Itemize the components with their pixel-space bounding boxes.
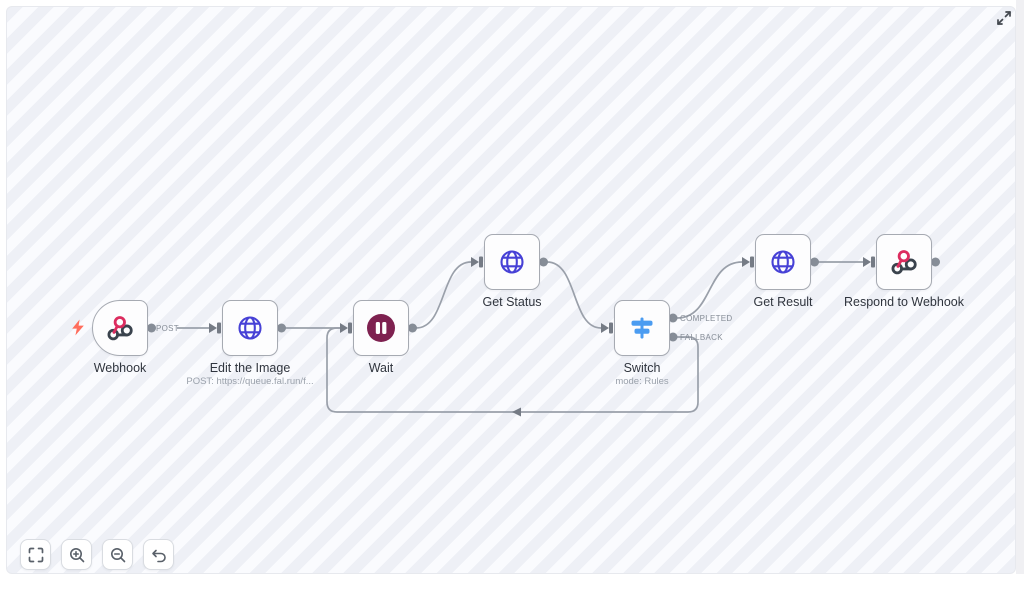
- node-webhook[interactable]: Webhook: [92, 300, 148, 375]
- zoom-out-button[interactable]: [102, 539, 133, 570]
- switch-signpost-icon: [631, 317, 653, 339]
- node-get-result-box[interactable]: [755, 234, 811, 290]
- node-sublabel: mode: Rules: [615, 376, 669, 387]
- node-label: Edit the Image: [209, 361, 291, 375]
- node-label: Get Result: [753, 295, 813, 309]
- canvas-toolbar: [20, 539, 174, 570]
- loop-direction-arrow: [512, 407, 521, 417]
- undo-icon: [151, 549, 166, 562]
- node-label: Respond to Webhook: [844, 295, 964, 309]
- globe-icon: [238, 316, 262, 340]
- expand-icon: [997, 11, 1011, 25]
- node-wait-box[interactable]: [353, 300, 409, 356]
- edge-label-completed: COMPLETED: [680, 314, 733, 323]
- scrollbar-gutter: [1016, 0, 1024, 574]
- node-switch[interactable]: Switch mode: Rules: [614, 300, 670, 387]
- node-webhook-box[interactable]: [92, 300, 148, 356]
- output-connector-dots: [147, 257, 940, 342]
- edge-wait-getstatus: [415, 261, 472, 329]
- node-label: Switch: [623, 361, 661, 375]
- fit-view-icon: [28, 547, 43, 562]
- globe-icon: [771, 250, 795, 274]
- node-label: Webhook: [93, 361, 147, 375]
- node-get-status-box[interactable]: [484, 234, 540, 290]
- expand-canvas-button[interactable]: [994, 8, 1014, 28]
- globe-icon: [500, 250, 524, 274]
- edge-switch-completed-getresult: [676, 261, 743, 319]
- edge-getstatus-switch: [546, 261, 602, 329]
- node-sublabel: POST: https://queue.fal.run/f...: [186, 376, 314, 387]
- trigger-lightning-icon: [72, 319, 84, 336]
- pause-icon: [367, 314, 395, 342]
- webhook-icon: [891, 250, 917, 275]
- webhook-icon: [107, 316, 133, 341]
- node-label: Get Status: [482, 295, 542, 309]
- zoom-in-icon: [69, 547, 84, 562]
- node-edit-the-image[interactable]: Edit the Image POST: https://queue.fal.r…: [186, 300, 314, 387]
- workflow-canvas[interactable]: [6, 6, 1016, 574]
- node-edit-the-image-box[interactable]: [222, 300, 278, 356]
- node-label: Wait: [368, 361, 394, 375]
- node-wait[interactable]: Wait: [353, 300, 409, 375]
- node-respond-to-webhook[interactable]: Respond to Webhook: [844, 234, 964, 309]
- node-respond-to-webhook-box[interactable]: [876, 234, 932, 290]
- zoom-in-button[interactable]: [61, 539, 92, 570]
- node-get-result[interactable]: Get Result: [753, 234, 813, 309]
- fit-view-button[interactable]: [20, 539, 51, 570]
- node-switch-box[interactable]: [614, 300, 670, 356]
- edge-label-post: POST: [156, 324, 179, 333]
- edge-label-fallback: FALLBACK: [680, 333, 723, 342]
- input-connectors: [209, 256, 875, 417]
- undo-button[interactable]: [143, 539, 174, 570]
- zoom-out-icon: [110, 547, 125, 562]
- node-get-status[interactable]: Get Status: [482, 234, 542, 309]
